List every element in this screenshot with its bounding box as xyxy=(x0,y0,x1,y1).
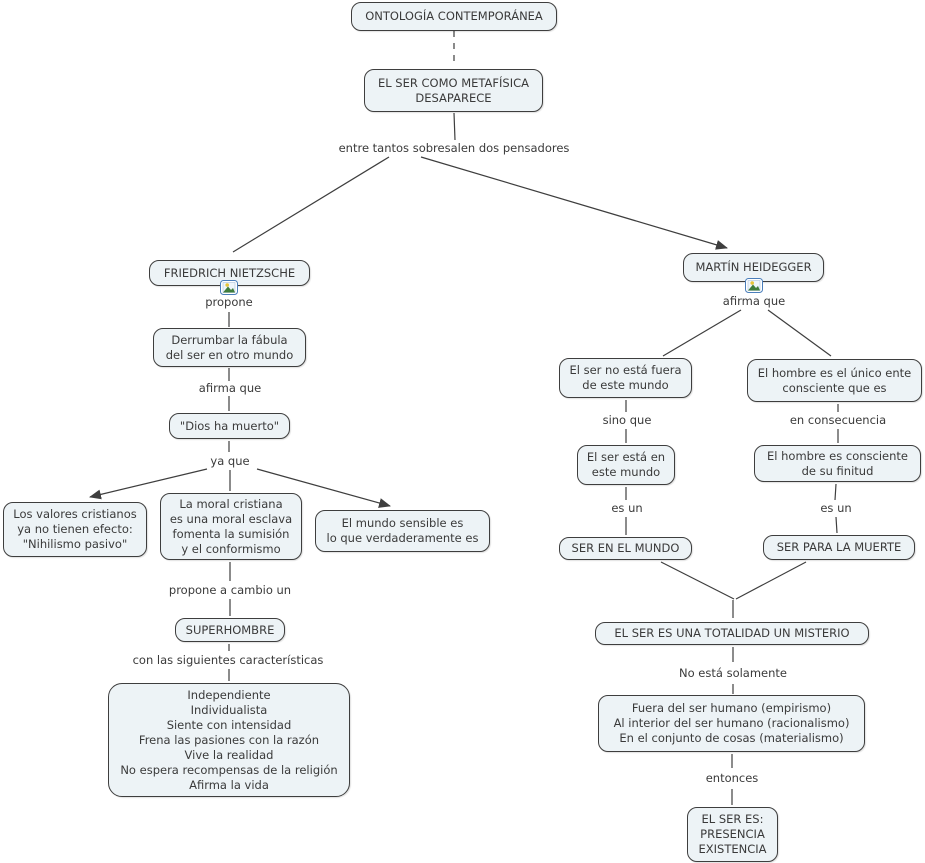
linking-phrase-propone-a-cambio[interactable]: propone a cambio un xyxy=(168,583,292,597)
linking-phrase-con-caracteristicas[interactable]: con las siguientes características xyxy=(132,653,324,667)
connection-line xyxy=(453,112,456,141)
linking-phrase-sino-que[interactable]: sino que xyxy=(602,413,652,427)
concept-ser-no-esta-fuera[interactable]: El ser no está fuera de este mundo xyxy=(559,358,692,398)
connection-line xyxy=(420,156,728,250)
concept-dios-ha-muerto[interactable]: "Dios ha muerto" xyxy=(169,413,290,439)
connection-line xyxy=(662,309,742,357)
image-resource-icon[interactable] xyxy=(745,278,763,293)
concept-caracteristicas-superhombre[interactable]: Independiente Individualista Siente con … xyxy=(108,683,350,797)
image-resource-icon[interactable] xyxy=(220,280,238,295)
concept-ser-en-el-mundo[interactable]: SER EN EL MUNDO xyxy=(559,537,692,560)
connection-line xyxy=(835,516,838,534)
linking-phrase-ya-que[interactable]: ya que xyxy=(210,454,250,468)
linking-phrase-en-consecuencia[interactable]: en consecuencia xyxy=(789,413,887,427)
concept-no-esta-solamente-lista[interactable]: Fuera del ser humano (empirismo) Al inte… xyxy=(598,695,865,752)
linking-phrase-propone[interactable]: propone xyxy=(205,295,253,309)
linking-phrase-es-un-izquierda[interactable]: es un xyxy=(611,501,643,515)
concept-valores-cristianos[interactable]: Los valores cristianos ya no tienen efec… xyxy=(3,502,147,557)
concept-ser-esta-en-este-mundo[interactable]: El ser está en este mundo xyxy=(577,445,675,485)
concept-ontologia-contemporanea[interactable]: ONTOLOGÍA CONTEMPORÁNEA xyxy=(351,2,557,31)
connection-line xyxy=(767,309,832,357)
connection-line xyxy=(89,468,208,500)
connection-line xyxy=(660,561,735,600)
concept-ser-para-la-muerte[interactable]: SER PARA LA MUERTE xyxy=(763,535,915,560)
concept-martin-heidegger[interactable]: MARTÍN HEIDEGGER xyxy=(683,253,824,282)
linking-phrase-entre-tantos[interactable]: entre tantos sobresalen dos pensadores xyxy=(338,141,570,155)
linking-phrase-es-un-derecha[interactable]: es un xyxy=(820,501,852,515)
concept-hombre-unico-ente[interactable]: El hombre es el único ente consciente qu… xyxy=(747,359,922,402)
concept-moral-cristiana[interactable]: La moral cristiana es una moral esclava … xyxy=(160,493,302,560)
concept-ser-es-presencia-existencia[interactable]: EL SER ES: PRESENCIA EXISTENCIA xyxy=(687,807,778,862)
concept-ser-totalidad-misterio[interactable]: EL SER ES UNA TOTALIDAD UN MISTERIO xyxy=(595,622,869,645)
concept-superhombre[interactable]: SUPERHOMBRE xyxy=(175,618,285,642)
linking-phrase-afirma-que-nietzsche[interactable]: afirma que xyxy=(198,381,262,395)
linking-phrase-afirma-que-heidegger[interactable]: afirma que xyxy=(722,294,786,308)
connection-line xyxy=(256,468,391,508)
linking-phrase-no-esta-solamente[interactable]: No está solamente xyxy=(679,666,787,680)
concept-ser-como-metafisica[interactable]: EL SER COMO METAFÍSICA DESAPARECE xyxy=(364,69,543,112)
linking-phrase-entonces[interactable]: entonces xyxy=(705,771,759,785)
connection-line xyxy=(834,483,837,501)
concept-derrumbar-fabula[interactable]: Derrumbar la fábula del ser en otro mund… xyxy=(153,328,306,367)
concept-hombre-consciente-finitud[interactable]: El hombre es consciente de su finitud xyxy=(754,445,921,482)
concept-mundo-sensible[interactable]: El mundo sensible es lo que verdaderamen… xyxy=(315,510,490,552)
connection-line xyxy=(735,561,807,600)
connection-line xyxy=(232,156,390,253)
concept-friedrich-nietzsche[interactable]: FRIEDRICH NIETZSCHE xyxy=(149,260,310,286)
